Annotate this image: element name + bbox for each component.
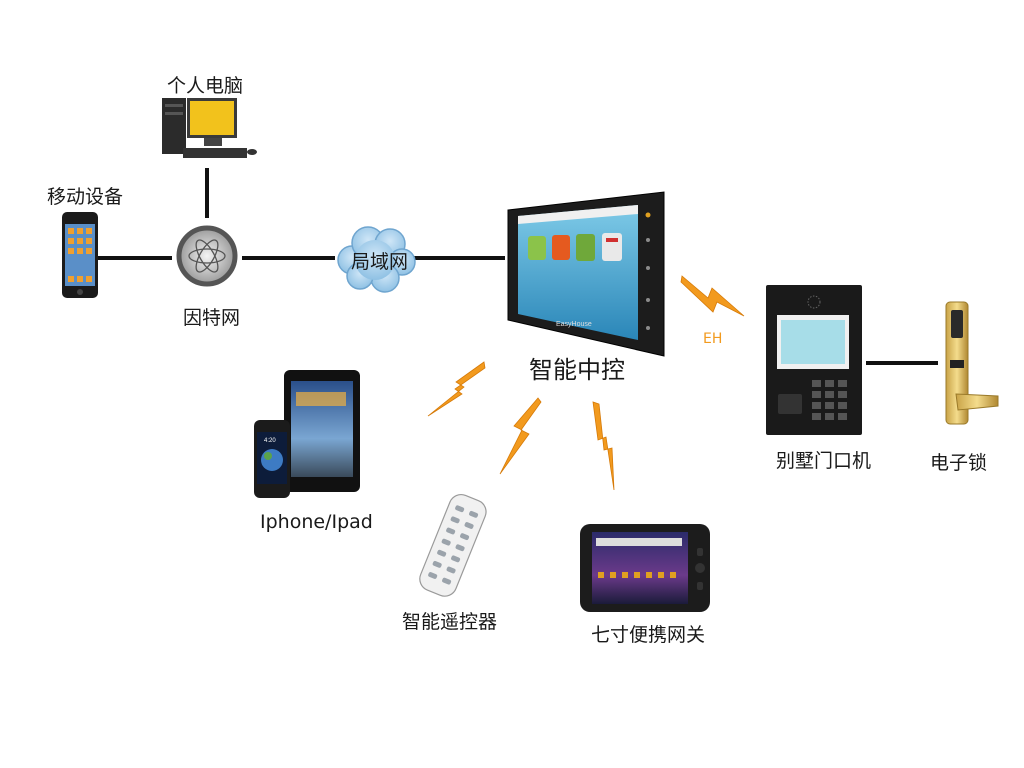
lan-cloud-icon xyxy=(337,226,416,293)
lightning-bolt-eh-icon xyxy=(680,275,745,317)
svg-text:4:20: 4:20 xyxy=(264,438,276,444)
label-lan: 局域网 xyxy=(351,251,408,273)
connection-lines xyxy=(98,168,938,365)
label-mobile: 移动设备 xyxy=(47,186,123,208)
lightning-bolt-icons xyxy=(427,275,745,491)
label-door-station: 别墅门口机 xyxy=(776,450,871,472)
iphone-ipad-icon: 4:20 xyxy=(254,370,360,498)
app-tile-icons xyxy=(528,233,622,261)
label-internet: 因特网 xyxy=(183,307,240,329)
door-station-icon xyxy=(766,285,862,435)
label-remote: 智能遥控器 xyxy=(402,611,497,633)
label-pc: 个人电脑 xyxy=(167,75,243,97)
electronic-lock-icon xyxy=(945,301,999,425)
portable-gateway-tablet-icon xyxy=(580,524,710,612)
central-control-panel-icon: EasyHouse xyxy=(507,191,665,357)
label-iphone-ipad: Iphone/Ipad xyxy=(260,511,373,533)
internet-globe-icon xyxy=(176,225,238,287)
pc-icon xyxy=(162,98,257,158)
lightning-bolt-right-icon xyxy=(592,401,615,491)
remote-control-icon xyxy=(419,493,487,597)
mobile-phone-icon xyxy=(62,212,98,298)
lightning-bolt-middle-icon xyxy=(499,397,542,475)
label-tablet: 七寸便携网关 xyxy=(591,624,705,646)
label-eh: EH xyxy=(703,331,722,347)
label-central: 智能中控 xyxy=(529,356,625,384)
label-lock: 电子锁 xyxy=(930,452,987,474)
brand-label: EasyHouse xyxy=(556,321,592,328)
lightning-bolt-left-icon xyxy=(427,361,486,417)
